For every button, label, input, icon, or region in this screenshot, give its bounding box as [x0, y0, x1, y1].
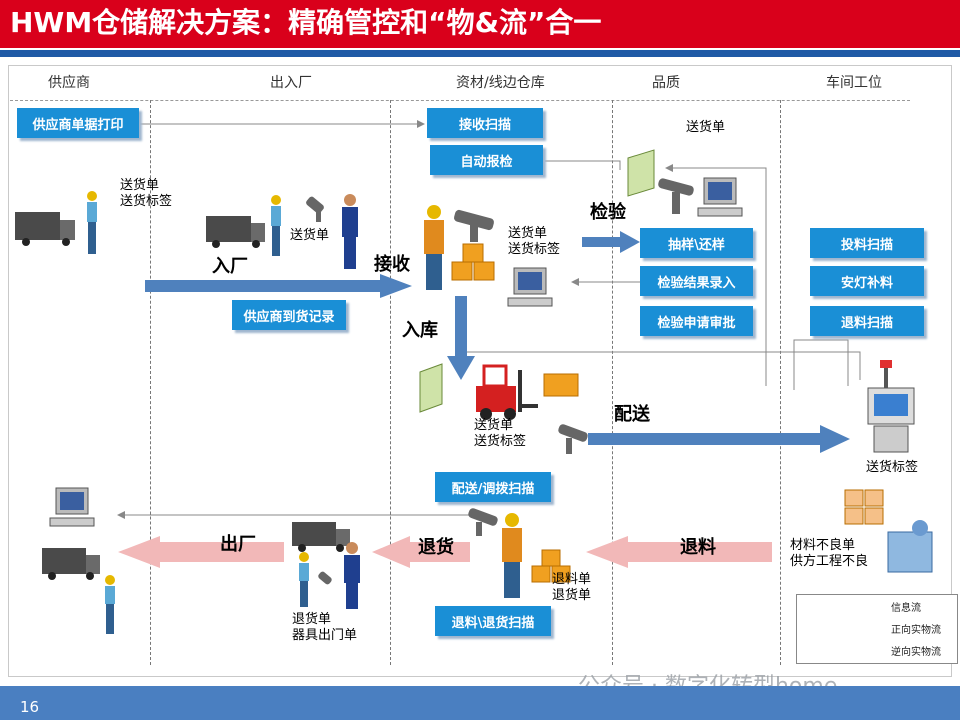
scanner-icon-receive: [454, 209, 494, 242]
sample-return-button[interactable]: 抽样\还样: [640, 228, 753, 258]
supplier-print-button[interactable]: 供应商单据打印: [17, 108, 139, 138]
page-number: 16: [20, 698, 40, 716]
lane-header-supplier: 供应商: [48, 75, 90, 91]
flow-label-outbound: 出厂: [220, 534, 256, 555]
reverse-flow-arrows: [118, 536, 772, 568]
defect-docs-label: 材料不良单 供方工程不良: [790, 538, 869, 569]
flow-label-return-material: 退料: [680, 537, 716, 558]
machine-station-icon: [887, 520, 933, 573]
legend-reverse-flow: 逆向实物流: [891, 647, 941, 658]
exit-docs-label: 退货单 器具出门单: [292, 612, 358, 643]
station-tag-label: 送货标签: [866, 460, 919, 475]
diagram-frame: [8, 65, 952, 677]
flow-label-inspect: 检验: [590, 202, 626, 223]
person-icon-gate-worker: [271, 195, 281, 256]
person-icon-exit-guard: [344, 542, 360, 609]
scanner-icon-gate: [306, 196, 324, 222]
truck-icon-return: [292, 522, 350, 552]
lane-header-warehouse: 资材/线边仓库: [456, 75, 545, 91]
carton-stack-icon-receive: [451, 243, 495, 281]
truck-icon-exit: [42, 548, 100, 580]
footer-bar: [0, 686, 960, 720]
flow-label-dispatch: 配送: [614, 404, 650, 425]
document-icon-forklift: [419, 363, 443, 413]
legend-forward-flow: 正向实物流: [891, 625, 941, 636]
header-rule: [10, 100, 910, 101]
lane-header-workshop: 车间工位: [826, 75, 882, 91]
workstation-terminal-icon: [867, 360, 915, 453]
return-docs-label: 退料单 退货单: [552, 572, 592, 603]
lane-divider-2: [390, 100, 391, 665]
title-underline: [0, 50, 960, 57]
return-material-scan-button[interactable]: 退料扫描: [810, 306, 924, 336]
forward-flow-arrows: [145, 231, 850, 453]
lane-divider-3: [612, 100, 613, 665]
auto-inspect-button[interactable]: 自动报检: [430, 145, 543, 175]
scanner-icon-dispatch: [558, 424, 588, 454]
receive-docs-label: 送货单 送货标签: [508, 226, 561, 257]
forklift-icon: [476, 364, 579, 420]
truck-icon-gate: [206, 216, 265, 248]
scanner-icon-exit: [318, 571, 332, 585]
person-icon-return-worker: [502, 513, 522, 598]
andon-replenish-button[interactable]: 安灯补料: [810, 266, 924, 296]
quality-doc-label: 送货单: [686, 120, 726, 135]
carton-stack-icon-return: [531, 549, 571, 583]
result-entry-button[interactable]: 检验结果录入: [640, 266, 753, 296]
gate-doc-label: 送货单: [290, 228, 330, 243]
dispatch-scan-button[interactable]: 配送/调拨扫描: [435, 472, 551, 502]
person-icon-exit-worker: [299, 552, 309, 607]
person-icon-guard: [342, 194, 358, 269]
inspect-approve-button[interactable]: 检验申请审批: [640, 306, 753, 336]
flow-label-return-goods: 退货: [418, 537, 454, 558]
return-goods-scan-button[interactable]: 退料\退货扫描: [435, 606, 551, 636]
computer-icon-receive: [507, 267, 553, 307]
person-icon-exit-supplier: [105, 575, 115, 634]
receive-scan-button[interactable]: 接收扫描: [427, 108, 543, 138]
info-flow-lines: [117, 120, 861, 519]
flow-label-putaway: 入库: [402, 320, 438, 341]
forklift-docs-label: 送货单 送货标签: [474, 418, 527, 449]
carton-stack-icon-defect: [844, 489, 884, 525]
feed-scan-button[interactable]: 投料扫描: [810, 228, 924, 258]
person-icon-supplier: [87, 191, 97, 254]
scanner-icon-quality: [658, 178, 694, 214]
computer-icon-exit: [49, 487, 95, 527]
page-title: HWM仓储解决方案：精确管控和“物&流”合一: [0, 0, 960, 48]
lane-header-quality: 品质: [652, 75, 680, 91]
scanner-icon-return: [468, 508, 498, 536]
truck-icon-supplier: [15, 212, 75, 246]
person-icon-receiver: [424, 205, 444, 290]
flow-label-inbound: 入厂: [212, 256, 248, 277]
flow-label-receive: 接收: [374, 254, 410, 275]
computer-icon-quality: [697, 177, 743, 217]
arrival-record-button[interactable]: 供应商到货记录: [232, 300, 346, 330]
document-icon-quality: [627, 149, 655, 197]
lane-header-gate: 出入厂: [270, 75, 312, 91]
lane-divider-1: [150, 100, 151, 665]
lane-divider-4: [780, 100, 781, 665]
supplier-docs-label: 送货单 送货标签: [120, 178, 173, 209]
legend-info-flow: 信息流: [891, 603, 921, 614]
legend: 信息流 正向实物流 逆向实物流: [796, 594, 958, 664]
